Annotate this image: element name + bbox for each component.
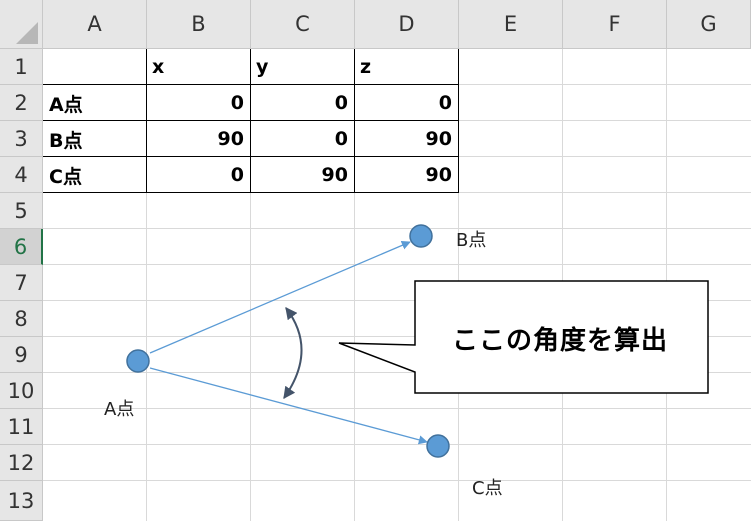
cell-a2[interactable]: A点 [49,93,83,116]
line-a-to-b[interactable] [149,241,411,354]
row-header-6[interactable]: 6 [0,229,43,265]
row-header-1[interactable]: 1 [0,49,43,85]
column-header-e[interactable]: E [459,0,563,49]
column-header-f[interactable]: F [563,0,667,49]
cell-b4[interactable]: 0 [230,164,244,186]
row-header-10[interactable]: 10 [0,373,43,409]
cell-d3[interactable]: 90 [425,128,452,150]
gridline [146,49,147,521]
row-header-5[interactable]: 5 [0,193,43,229]
table-border [43,156,459,157]
gridline [250,49,251,521]
table-border [43,192,459,193]
cell-d1[interactable]: z [360,56,372,78]
callout-text: ここの角度を算出 [452,326,669,356]
row-header-13[interactable]: 13 [0,481,43,521]
table-border [43,84,459,85]
select-all-triangle-icon [16,22,38,44]
point-b-marker[interactable] [409,224,433,248]
select-all-corner[interactable] [0,0,43,49]
row-header-8[interactable]: 8 [0,301,43,337]
row-header-11[interactable]: 11 [0,409,43,445]
column-header-g[interactable]: G [667,0,751,49]
column-header-b[interactable]: B [147,0,251,49]
column-header-a[interactable]: A [43,0,147,49]
column-header-d[interactable]: D [355,0,459,49]
gridline [43,264,751,265]
cell-a3[interactable]: B点 [49,129,83,152]
angle-arc-arrow[interactable] [283,307,303,399]
gridline [43,480,751,481]
table-border [146,49,147,193]
cell-b3[interactable]: 90 [217,128,244,150]
table-border [250,49,251,193]
cell-a4[interactable]: C点 [49,165,82,188]
point-b-label: B点 [456,230,487,251]
point-a-label: A点 [104,399,135,420]
row-header-3[interactable]: 3 [0,121,43,157]
table-border [354,49,355,193]
cell-c4[interactable]: 90 [321,164,348,186]
gridline [43,336,751,337]
gridline [43,444,751,445]
table-border [458,49,459,193]
gridline [354,49,355,521]
gridline [43,300,751,301]
row-header-7[interactable]: 7 [0,265,43,301]
column-header-c[interactable]: C [251,0,355,49]
cell-d4[interactable]: 90 [425,164,452,186]
callout-box[interactable] [338,280,709,394]
row-header-4[interactable]: 4 [0,157,43,193]
row-header-9[interactable]: 9 [0,337,43,373]
cell-b1[interactable]: x [152,56,165,78]
row-header-2[interactable]: 2 [0,85,43,121]
cell-c3[interactable]: 0 [334,128,348,150]
table-border [43,120,459,121]
cell-c2[interactable]: 0 [334,92,348,114]
gridline [43,372,751,373]
point-c-marker[interactable] [426,434,450,458]
line-a-to-c[interactable] [149,367,428,445]
cell-c1[interactable]: y [256,56,269,78]
point-a-marker[interactable] [126,349,150,373]
point-c-label: C点 [472,478,503,499]
row-header-12[interactable]: 12 [0,445,43,481]
cell-d2[interactable]: 0 [438,92,452,114]
gridline [43,408,751,409]
gridline [43,228,751,229]
cell-b2[interactable]: 0 [230,92,244,114]
